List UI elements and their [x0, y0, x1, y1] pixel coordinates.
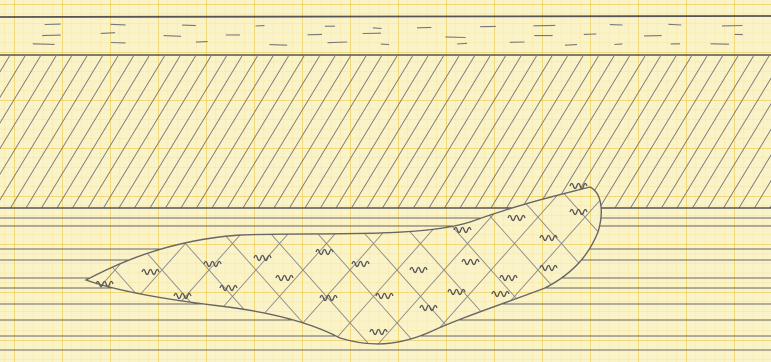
- dash-mark: [328, 42, 348, 43]
- top-band-upper-line: [0, 16, 771, 17]
- dash-mark: [182, 25, 196, 26]
- dash-mark: [164, 36, 182, 37]
- dash-mark: [565, 45, 577, 46]
- dash-mark: [196, 42, 208, 43]
- dash-mark: [446, 37, 466, 38]
- dash-mark: [33, 44, 55, 45]
- dash-mark: [111, 24, 126, 25]
- dash-mark: [668, 24, 681, 25]
- dash-mark: [269, 45, 287, 46]
- dash-mark: [457, 43, 467, 44]
- dash-mark: [42, 35, 61, 36]
- dash-mark: [101, 33, 115, 34]
- dash-mark: [373, 28, 382, 29]
- dash-mark: [614, 44, 622, 45]
- dash-mark: [381, 44, 389, 45]
